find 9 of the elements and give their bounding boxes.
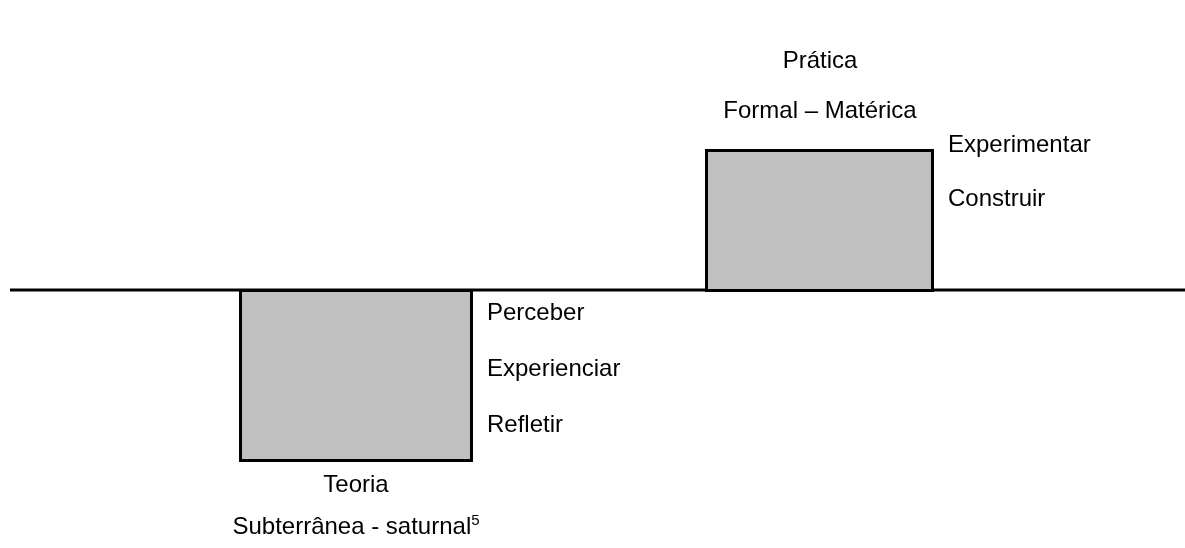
side-label: Refletir [487, 410, 564, 438]
box-subheading: Subterrânea - saturnal$^{5}$ [232, 512, 480, 540]
side-label: Experienciar [487, 354, 621, 382]
side-label: Perceber [487, 298, 585, 326]
side-label: Experimentar [948, 130, 1091, 158]
box-subheading: Formal – Matérica [723, 96, 917, 124]
side-label: Construir [948, 184, 1046, 212]
box-heading: Prática [782, 46, 858, 74]
box-heading: Teoria [323, 470, 389, 498]
